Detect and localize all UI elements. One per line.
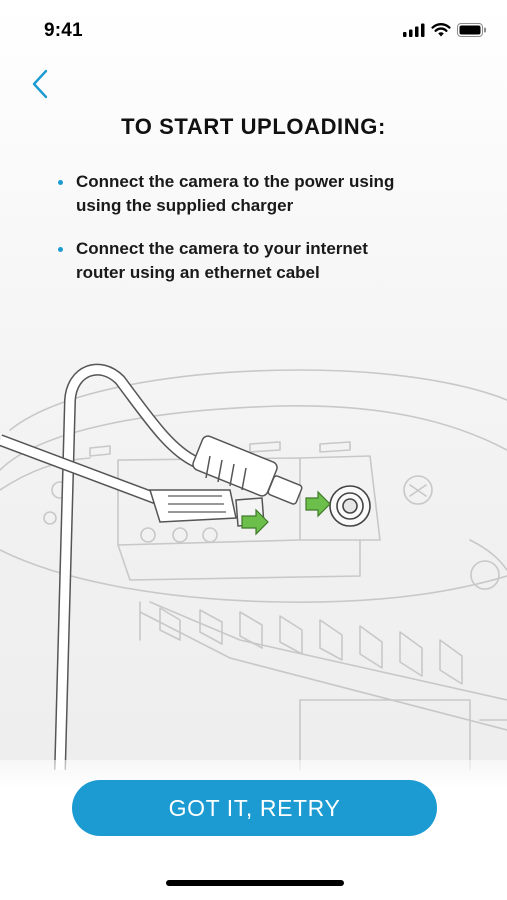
status-icons [403, 22, 487, 37]
instruction-line: Connect the camera to your internet [76, 239, 368, 258]
chevron-left-icon [32, 69, 48, 99]
instruction-list: Connect the camera to the power using us… [56, 170, 456, 304]
back-button[interactable] [22, 64, 58, 104]
page-title: TO START UPLOADING: [121, 114, 386, 139]
instruction-line: using the supplied charger [76, 196, 294, 215]
home-indicator [166, 880, 344, 886]
bullet-icon [58, 180, 63, 185]
signal-icon [403, 23, 425, 37]
battery-icon [457, 22, 486, 37]
status-bar: 9:41 [0, 0, 507, 60]
got-it-retry-button[interactable]: GOT IT, RETRY [72, 780, 437, 836]
camera-connection-illustration [0, 363, 507, 770]
instruction-item-ethernet: Connect the camera to your internet rout… [56, 237, 456, 285]
bullet-icon [58, 247, 63, 252]
instruction-item-power: Connect the camera to the power using us… [56, 170, 456, 218]
instruction-line: router using an ethernet cabel [76, 263, 320, 282]
status-time: 9:41 [44, 20, 83, 41]
arrow-icon [241, 508, 269, 536]
arrow-icon [305, 490, 331, 518]
wifi-icon [431, 23, 451, 37]
instruction-line: Connect the camera to the power using [76, 172, 395, 191]
